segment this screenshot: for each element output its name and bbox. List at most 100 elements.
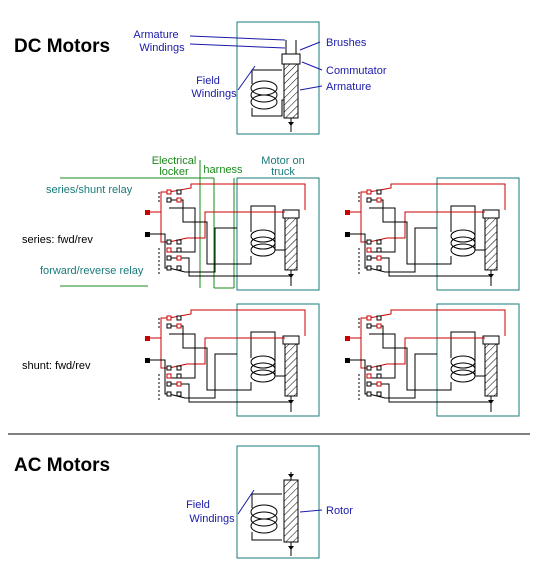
relay-contact (166, 323, 172, 329)
ac-field-windings-label-2: Windings (189, 513, 235, 525)
field-coil-turn (250, 362, 276, 376)
relay-contact (376, 239, 382, 245)
field-coil-turn (450, 369, 476, 383)
armature (284, 343, 298, 397)
dc-brush-block (281, 53, 301, 65)
armature-windings-label-1: Armature (133, 29, 178, 41)
relay-contact (166, 373, 172, 379)
negative-terminal (345, 232, 350, 237)
relay-contact (176, 189, 182, 195)
wire (168, 309, 306, 336)
ac-rotor (283, 479, 299, 543)
relay-contact (366, 323, 372, 329)
wire (168, 227, 237, 273)
wire (368, 353, 437, 399)
wire (235, 256, 252, 265)
field-coil-turn (450, 355, 476, 369)
relay-contact (176, 255, 182, 261)
dc-motors-heading: DC Motors (14, 36, 110, 57)
wire (150, 233, 169, 269)
dc-motor-enclosure (236, 21, 320, 135)
ac-motors-heading: AC Motors (14, 455, 110, 476)
circuit-panel-1 (145, 177, 320, 291)
relay-contact (166, 315, 172, 321)
wire (235, 382, 252, 391)
series-shunt-relay-label: series/shunt relay (46, 184, 133, 196)
field-coil-turn (250, 369, 276, 383)
rotor-label: Rotor (326, 505, 353, 517)
relay-contact (176, 391, 182, 397)
brush-block (282, 335, 300, 345)
wire (250, 331, 285, 377)
wire (368, 227, 437, 273)
wire (435, 382, 452, 391)
dc-motor-illustration (189, 21, 323, 135)
armature-windings-label-2: Windings (139, 42, 185, 54)
positive-terminal (145, 336, 150, 341)
wire (369, 383, 491, 403)
relay-contact (366, 373, 372, 379)
wire (160, 338, 169, 369)
wire (168, 183, 306, 210)
relay-contact (366, 391, 372, 397)
wire (368, 211, 485, 243)
wire (369, 257, 491, 277)
motor-column-label-2: truck (271, 166, 295, 178)
circuit-panel-3 (145, 303, 320, 417)
wire (169, 325, 235, 391)
negative-terminal (345, 358, 350, 363)
wire (360, 338, 369, 369)
brush-block (482, 209, 500, 219)
wire (350, 317, 369, 339)
shunt-row-label: shunt: fwd/rev (22, 360, 91, 372)
relay-contact (376, 255, 382, 261)
relay-contact (376, 381, 382, 387)
armature-label: Armature (326, 81, 371, 93)
relay-contact (376, 315, 382, 321)
dc-field-coil (250, 69, 284, 117)
relay-contact (366, 197, 372, 203)
relay-contact (166, 239, 172, 245)
wire (350, 233, 369, 269)
wire (350, 191, 369, 213)
motor-column-label-1: Motor on (261, 155, 304, 167)
wire (160, 212, 169, 243)
wire (450, 331, 485, 377)
wire (169, 207, 196, 253)
harness-column-label: harness (203, 164, 243, 176)
relay-contact (166, 265, 172, 271)
field-coil-turn (450, 243, 476, 257)
relay-contact (376, 265, 382, 271)
wire (350, 359, 369, 395)
relay-contact (376, 197, 382, 203)
field-coil-turn (250, 243, 276, 257)
relay-contact (366, 265, 372, 271)
relay-contact (176, 265, 182, 271)
relay-contact (366, 255, 372, 261)
ac-motor-illustration (236, 445, 323, 559)
relay-contact (176, 247, 182, 253)
positive-terminal (345, 336, 350, 341)
wire (250, 205, 285, 251)
relay-contact (366, 315, 372, 321)
field-coil-turn (450, 236, 476, 250)
motor-enclosure (236, 177, 320, 291)
relay-contact (376, 365, 382, 371)
wire (435, 256, 452, 265)
negative-terminal (145, 232, 150, 237)
relay-contact (166, 247, 172, 253)
wire (368, 337, 485, 369)
dc-armature (283, 63, 299, 119)
wire (369, 199, 435, 265)
relay-contact (176, 373, 182, 379)
forward-reverse-relay-label: forward/reverse relay (40, 265, 144, 277)
wire (360, 212, 369, 243)
field-coil-turn (450, 229, 476, 243)
relay-contact (176, 315, 182, 321)
wire (168, 337, 285, 369)
relay-contact (376, 373, 382, 379)
relay-contact (366, 247, 372, 253)
relay-contact (366, 381, 372, 387)
wire (450, 205, 485, 251)
relay-contact (166, 255, 172, 261)
